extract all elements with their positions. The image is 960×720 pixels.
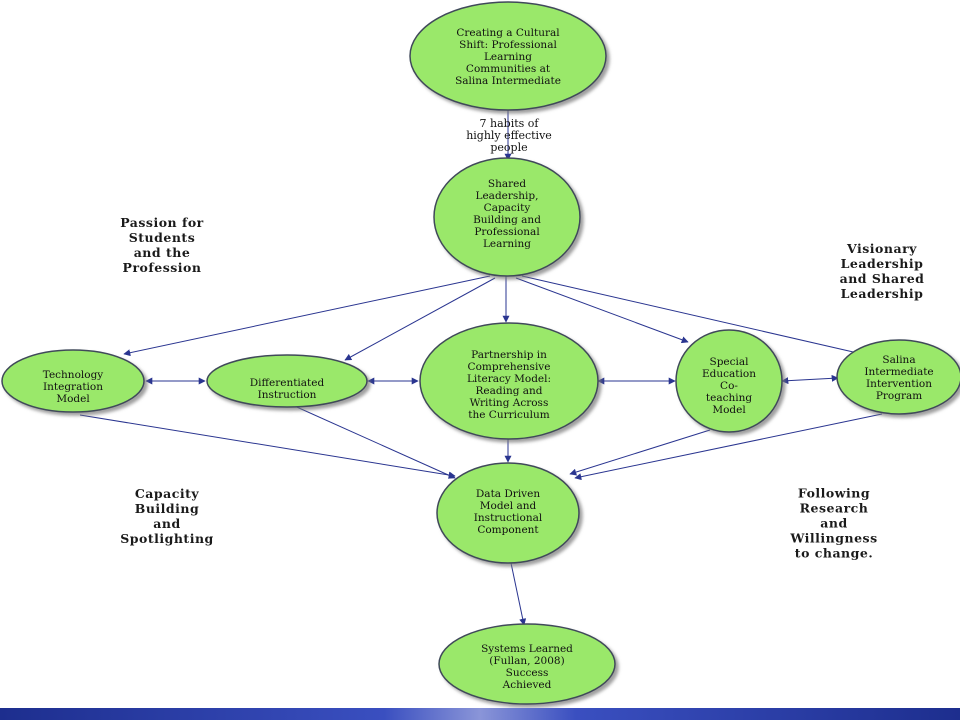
node-special-label-line: Model xyxy=(712,404,746,416)
side-label-capacity-line: Building xyxy=(135,501,199,516)
node-shared-label-line: Learning xyxy=(483,238,531,250)
edge-label-seven-habits-line: 7 habits of xyxy=(480,117,540,130)
node-systems-label-line: Achieved xyxy=(502,679,552,691)
node-shared-label-line: Capacity xyxy=(484,202,531,214)
node-salina-label-line: Program xyxy=(876,390,922,402)
node-systems-shape xyxy=(438,623,616,705)
node-systems-label-line: (Fullan, 2008) xyxy=(489,655,564,667)
node-partnership-label-line: Literacy Model: xyxy=(467,373,551,385)
edge-label-seven-habits-line: highly effective xyxy=(466,129,552,142)
nodes xyxy=(1,1,960,705)
side-label-passion-line: and the xyxy=(134,245,191,260)
node-partnership-label-line: Comprehensive xyxy=(468,361,551,373)
node-data-driven-label-line: Instructional xyxy=(474,512,543,524)
node-shared-label-line: Professional xyxy=(474,226,540,238)
node-systems-label-line: Systems Learned xyxy=(481,643,573,655)
edge-special-to-data xyxy=(569,429,711,476)
edge-shared-to-differentiated xyxy=(344,277,496,361)
edge-shared-to-salina xyxy=(521,275,863,357)
side-label-visionary-line: Leadership xyxy=(841,286,924,301)
edge-differentiated-to-data xyxy=(289,403,456,479)
node-salina-label-line: Salina xyxy=(882,354,915,366)
side-label-passion-line: Profession xyxy=(123,260,202,275)
node-top-label-line: Learning xyxy=(484,51,532,63)
node-technology-label-line: Model xyxy=(56,393,90,405)
edges xyxy=(79,110,883,626)
side-label-visionary-line: and Shared xyxy=(840,271,925,286)
node-partnership-label-line: Partnership in xyxy=(471,349,547,361)
node-special-shape xyxy=(675,329,783,433)
node-top-label-line: Shift: Professional xyxy=(459,39,557,51)
side-label-following-line: Research xyxy=(800,500,869,515)
side-label-visionary-line: Visionary xyxy=(846,241,917,256)
node-data-driven-label-line: Component xyxy=(477,524,539,536)
edge-data-to-systems xyxy=(510,562,527,626)
node-shared-label-line: Building and xyxy=(473,214,541,226)
side-label-following-line: to change. xyxy=(795,545,873,560)
edge-salina-to-data xyxy=(574,413,883,481)
node-salina-label-line: Intervention xyxy=(866,378,932,390)
node-partnership-label-line: Reading and xyxy=(475,385,542,397)
node-technology-shape xyxy=(1,349,145,413)
node-top-label-line: Salina Intermediate xyxy=(455,75,561,87)
edge-shared-to-special xyxy=(515,277,689,344)
node-partnership-shape xyxy=(419,322,599,440)
node-differentiated-label-line: Instruction xyxy=(258,389,317,401)
node-top-shape xyxy=(409,1,607,111)
side-label-visionary-line: Leadership xyxy=(841,256,924,271)
node-top-label-line: Communities at xyxy=(466,63,551,75)
node-partnership-label-line: Writing Across xyxy=(470,397,549,409)
edge-technology-to-data xyxy=(79,414,456,479)
node-data-driven-label-line: Model and xyxy=(480,500,537,512)
side-label-following-line: Following xyxy=(798,485,870,500)
node-top-label-line: Creating a Cultural xyxy=(456,27,560,39)
side-label-capacity-line: and xyxy=(153,516,180,531)
side-label-following-line: and xyxy=(820,515,847,530)
node-technology-label-line: Technology xyxy=(43,369,104,381)
node-salina-shape xyxy=(836,339,960,415)
node-shared-shape xyxy=(433,157,581,277)
node-partnership-label-line: the Curriculum xyxy=(468,409,549,421)
node-special-label-line: Education xyxy=(702,368,756,380)
node-systems-label-line: Success xyxy=(506,667,549,679)
node-shared-label-line: Shared xyxy=(488,178,526,190)
edge-label-seven-habits-line: people xyxy=(490,141,527,154)
side-label-following-line: Willingness xyxy=(789,530,877,545)
node-special-label-line: Co- xyxy=(720,380,738,392)
bottom-accent-bar xyxy=(0,708,960,720)
node-salina-label-line: Intermediate xyxy=(864,366,933,378)
side-label-passion-line: Passion for xyxy=(120,215,204,230)
side-label-passion-line: Students xyxy=(129,230,195,245)
node-data-driven-shape xyxy=(436,462,580,564)
node-special-label-line: teaching xyxy=(706,392,752,404)
side-label-capacity-line: Spotlighting xyxy=(120,531,214,546)
node-data-driven-label-line: Data Driven xyxy=(476,488,540,500)
node-differentiated-shape xyxy=(206,354,368,408)
node-special-label-line: Special xyxy=(710,356,750,368)
edge-special-salina xyxy=(781,374,839,385)
edge-shared-to-technology xyxy=(123,275,491,357)
node-differentiated-label-line: Differentiated xyxy=(250,377,325,389)
node-shared-label-line: Leadership, xyxy=(476,190,539,202)
node-technology-label-line: Integration xyxy=(43,381,103,393)
side-label-capacity-line: Capacity xyxy=(135,486,200,501)
